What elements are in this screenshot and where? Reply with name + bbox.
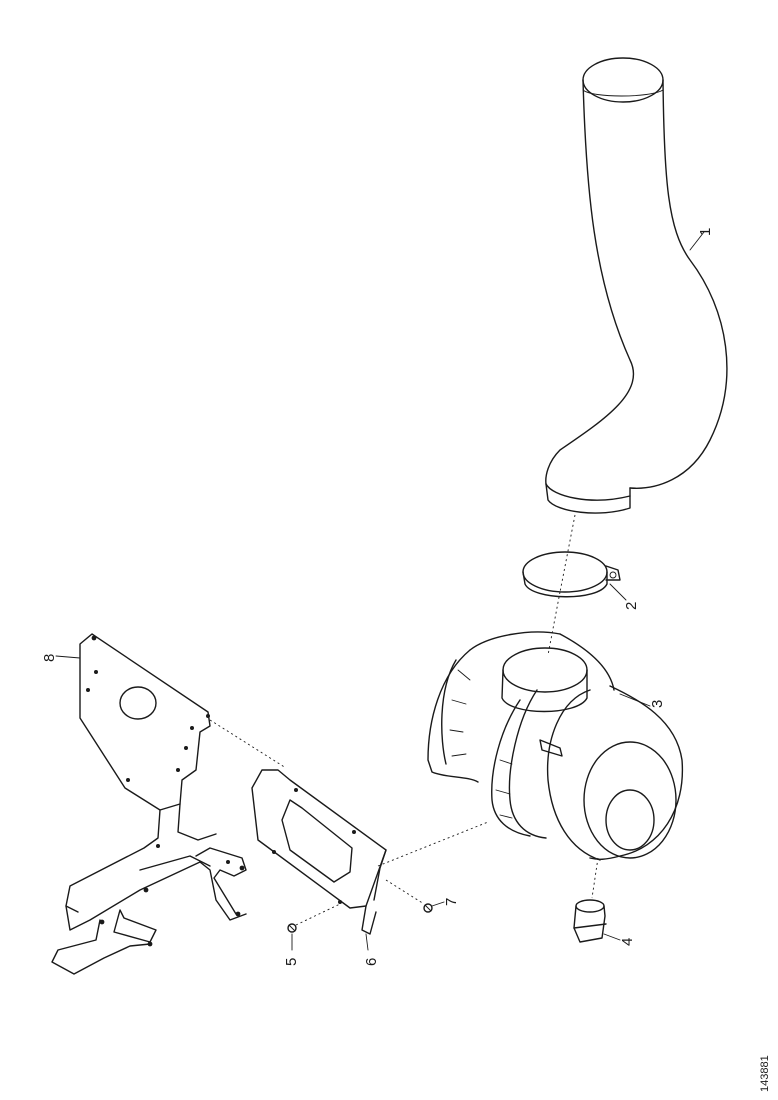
bolt-5 [287,923,297,933]
reference-code: 143881 [759,1055,771,1092]
callout-8: 8 [41,654,58,662]
assembly-lines [209,514,599,926]
callout-2: 2 [623,602,640,610]
hose-clamp [522,551,621,598]
callout-1: 1 [697,228,714,236]
adapter-plate [251,769,387,935]
callout-leaders [55,231,705,951]
rubber-mount [573,899,607,943]
nut-7 [423,903,433,913]
callout-4: 4 [619,938,636,946]
mounting-bracket [51,633,247,975]
callout-3: 3 [649,700,666,708]
air-filter-housing [427,631,684,861]
callout-7: 7 [443,898,460,906]
intake-pipe [545,57,728,514]
callout-5: 5 [283,958,300,966]
callout-labels: 1 2 3 4 5 6 7 8 [41,228,714,966]
callout-6: 6 [363,958,380,966]
